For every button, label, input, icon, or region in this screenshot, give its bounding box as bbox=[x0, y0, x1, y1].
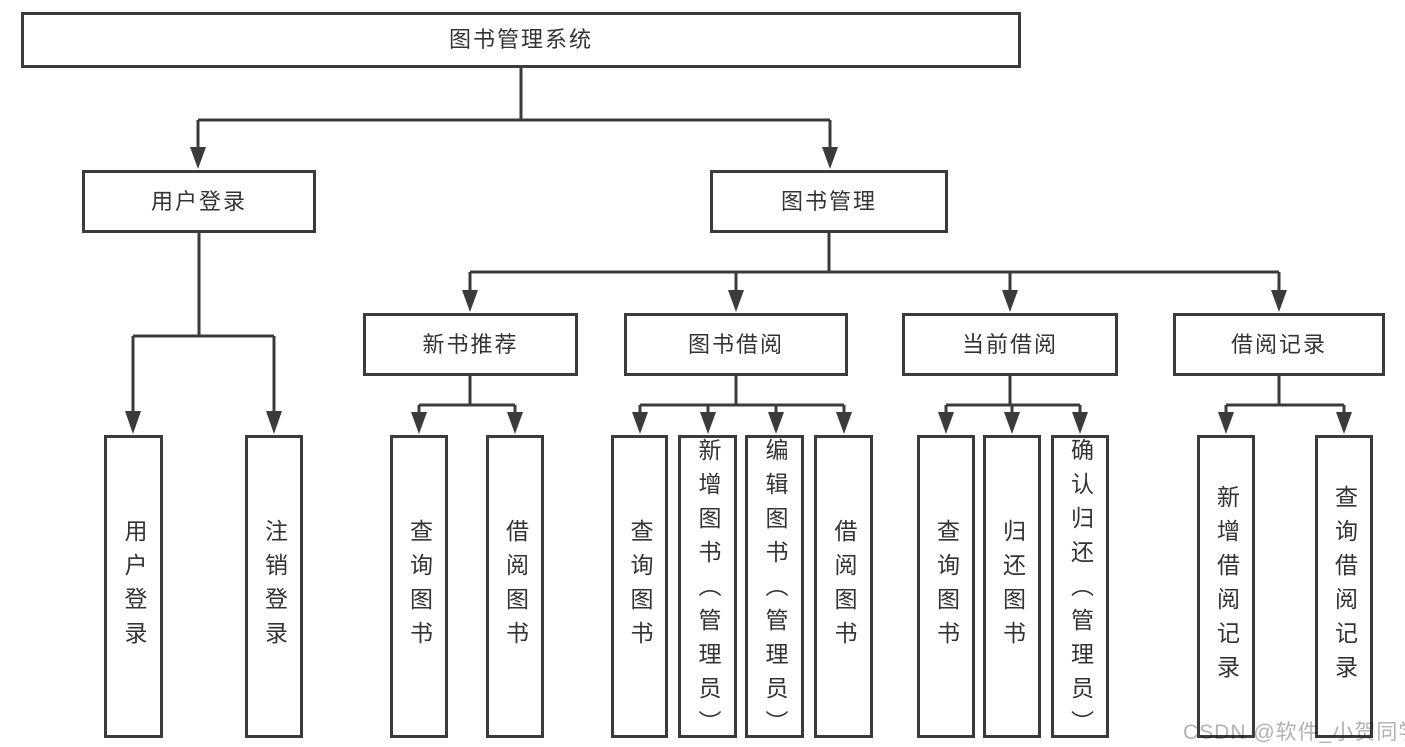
arrowhead-cb-return bbox=[1004, 412, 1020, 434]
leaf-nb-borrow-books-label: 借阅图书 bbox=[502, 518, 529, 655]
leaf-cb-confirm-return-admin-label: 确认归还（管理员） bbox=[1067, 438, 1094, 744]
leaf-cb-confirm-return-admin: 确认归还（管理员） bbox=[1051, 435, 1109, 744]
edge-current-borrow-bus bbox=[944, 374, 1082, 414]
leaf-cb-return-books-label: 归还图书 bbox=[999, 518, 1026, 655]
leaf-nb-query-books: 查询图书 bbox=[390, 435, 448, 738]
leaf-user-login-label: 用户登录 bbox=[121, 518, 147, 655]
node-library-management-system: 图书管理系统 bbox=[21, 12, 1021, 68]
leaf-user-login: 用户登录 bbox=[104, 435, 163, 738]
leaf-br-query-record: 查询借阅记录 bbox=[1315, 435, 1373, 738]
node-current-borrow: 当前借阅 bbox=[902, 313, 1118, 376]
edge-book-management-bus bbox=[468, 230, 1281, 291]
arrowhead-logout-leaf bbox=[266, 411, 282, 434]
arrowhead-bb-borrow bbox=[836, 412, 852, 434]
node-book-management-label: 图书管理 bbox=[780, 188, 877, 214]
arrowhead-bb-query bbox=[632, 412, 648, 434]
edge-root-bus bbox=[196, 66, 832, 148]
leaf-cb-query-books-label: 查询图书 bbox=[933, 518, 960, 655]
leaf-br-query-record-label: 查询借阅记录 bbox=[1331, 484, 1358, 689]
arrowhead-user-login bbox=[190, 147, 206, 169]
edge-borrow-record-bus bbox=[1224, 374, 1346, 414]
edge-new-book-bus bbox=[417, 374, 517, 414]
leaf-nb-borrow-books: 借阅图书 bbox=[486, 435, 544, 738]
leaf-bb-add-books-admin-label: 新增图书（管理员） bbox=[695, 438, 721, 744]
arrowhead-cb-query bbox=[938, 412, 954, 434]
leaf-bb-query-books: 查询图书 bbox=[611, 435, 668, 738]
leaf-logout-label: 注销登录 bbox=[261, 518, 288, 655]
node-book-management: 图书管理 bbox=[710, 170, 948, 233]
arrowhead-nb-query bbox=[411, 412, 427, 434]
node-user-login-label: 用户登录 bbox=[150, 188, 247, 214]
leaf-bb-borrow-books: 借阅图书 bbox=[814, 435, 873, 738]
leaf-cb-return-books: 归还图书 bbox=[983, 435, 1041, 738]
leaf-bb-edit-books-admin: 编辑图书（管理员） bbox=[745, 435, 804, 744]
node-library-management-system-label: 图书管理系统 bbox=[448, 27, 593, 52]
arrowhead-new-book bbox=[462, 290, 478, 312]
node-current-borrow-label: 当前借阅 bbox=[961, 331, 1058, 357]
edge-book-borrow-bus bbox=[638, 374, 846, 414]
leaf-bb-borrow-books-label: 借阅图书 bbox=[831, 518, 857, 655]
arrowhead-br-add bbox=[1218, 412, 1234, 434]
node-book-borrow-label: 图书借阅 bbox=[687, 331, 784, 357]
leaf-cb-query-books: 查询图书 bbox=[917, 435, 975, 738]
node-borrow-record: 借阅记录 bbox=[1173, 313, 1385, 376]
leaf-bb-edit-books-admin-label: 编辑图书（管理员） bbox=[762, 438, 788, 744]
leaf-bb-add-books-admin: 新增图书（管理员） bbox=[678, 435, 737, 744]
arrowhead-cb-confirm bbox=[1072, 412, 1088, 434]
arrowhead-br-query bbox=[1336, 412, 1352, 434]
arrowhead-book-management bbox=[822, 147, 838, 169]
arrowhead-user-login-leaf bbox=[125, 411, 141, 434]
node-new-book-recommend: 新书推荐 bbox=[363, 313, 578, 376]
leaf-nb-query-books-label: 查询图书 bbox=[406, 518, 433, 655]
leaf-br-add-record-label: 新增借阅记录 bbox=[1213, 484, 1240, 689]
arrowhead-borrow-record bbox=[1271, 290, 1287, 312]
arrowhead-book-borrow bbox=[728, 290, 744, 312]
leaf-logout: 注销登录 bbox=[245, 435, 303, 738]
arrowhead-current-borrow bbox=[1002, 290, 1018, 312]
node-new-book-recommend-label: 新书推荐 bbox=[422, 331, 519, 357]
arrowhead-nb-borrow bbox=[507, 412, 523, 434]
edge-user-login-bus bbox=[131, 230, 276, 412]
node-borrow-record-label: 借阅记录 bbox=[1230, 331, 1327, 357]
csdn-watermark: CSDN @软件_小贺同学 bbox=[1183, 721, 1405, 744]
leaf-bb-query-books-label: 查询图书 bbox=[627, 518, 653, 655]
arrowhead-bb-add bbox=[700, 412, 716, 434]
node-user-login: 用户登录 bbox=[82, 170, 316, 233]
leaf-br-add-record: 新增借阅记录 bbox=[1197, 435, 1255, 738]
node-book-borrow: 图书借阅 bbox=[624, 313, 848, 376]
arrowhead-bb-edit bbox=[768, 412, 784, 434]
